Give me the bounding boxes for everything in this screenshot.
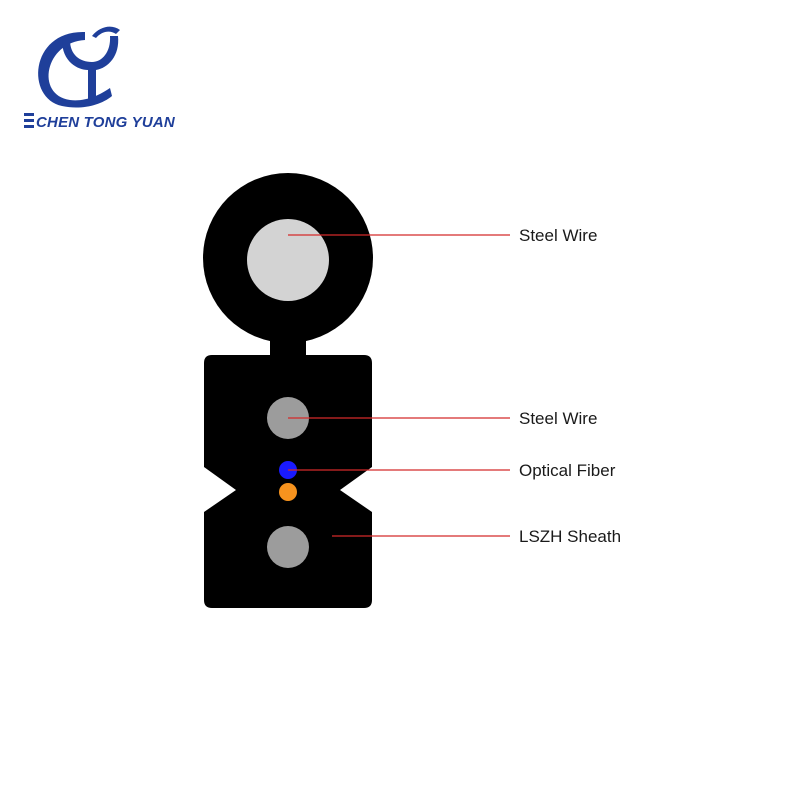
logo-stripe bbox=[24, 125, 34, 128]
company-logo: CHEN TONG YUAN bbox=[24, 26, 176, 131]
leader-lines bbox=[288, 234, 510, 537]
label-optical-fiber: Optical Fiber bbox=[519, 461, 616, 480]
cable-body-sheath bbox=[204, 355, 372, 608]
lower-strength-wire bbox=[267, 526, 309, 568]
label-messenger-steel-wire: Steel Wire bbox=[519, 226, 597, 245]
cable-cross-section bbox=[203, 173, 373, 608]
logo-stripe bbox=[24, 119, 34, 122]
logo-c-shape bbox=[38, 31, 112, 108]
label-lszh-sheath: LSZH Sheath bbox=[519, 527, 621, 546]
logo-swoosh-shape bbox=[92, 26, 120, 38]
optical-fiber-orange bbox=[279, 483, 297, 501]
label-strength-steel-wire: Steel Wire bbox=[519, 409, 597, 428]
callout-labels: Steel Wire Steel Wire Optical Fiber LSZH… bbox=[519, 226, 621, 546]
logo-brand-name: CHEN TONG YUAN bbox=[36, 114, 176, 131]
messenger-steel-wire bbox=[247, 219, 329, 301]
logo-y-shape bbox=[62, 36, 119, 100]
logo-stripe bbox=[24, 113, 34, 116]
